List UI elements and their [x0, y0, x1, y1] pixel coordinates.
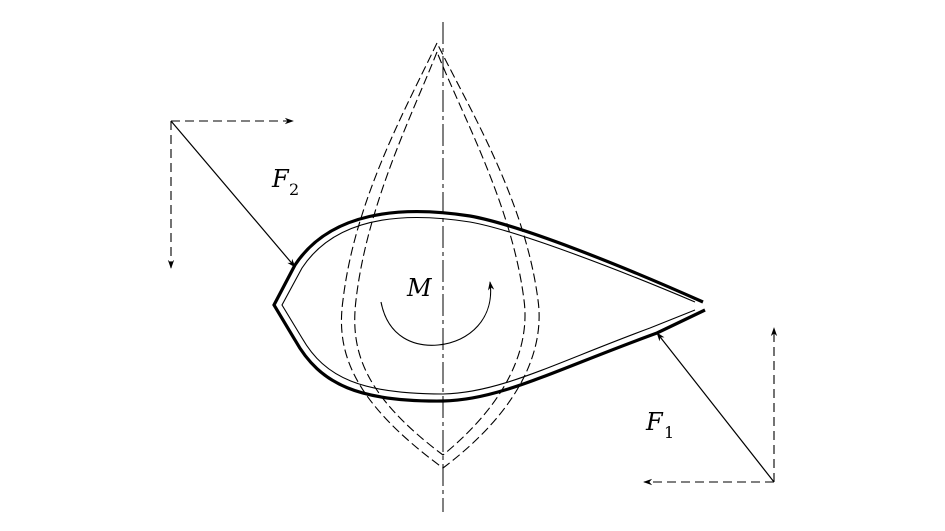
force-1-subscript: 1 — [664, 423, 674, 442]
force-2-arrow — [170, 120, 296, 268]
rotated-profile-outer — [340, 41, 540, 469]
force-2-subscript: 2 — [289, 180, 299, 199]
moment-arc — [380, 281, 495, 346]
airfoil-inner — [281, 216, 696, 395]
force-1-label: F — [645, 408, 664, 436]
moment-label: M — [406, 274, 433, 302]
force-1-arrow — [656, 332, 775, 483]
rotated-profile-inner — [354, 50, 526, 456]
force-2-label: F — [271, 165, 290, 193]
airfoil-outer — [272, 209, 706, 403]
